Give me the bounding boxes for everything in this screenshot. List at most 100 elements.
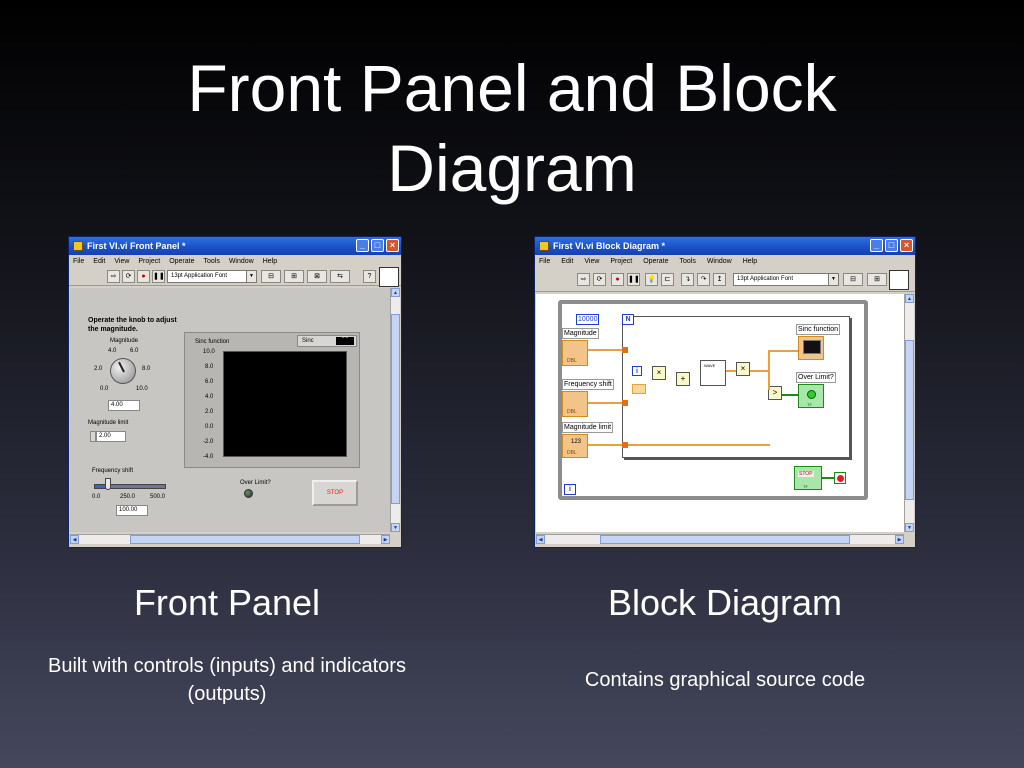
hscroll-thumb[interactable] (600, 535, 850, 544)
menu-edit[interactable]: Edit (561, 258, 574, 265)
scroll-thumb[interactable] (905, 340, 914, 500)
magnitude-value[interactable]: 4.00 (108, 400, 140, 411)
abort-icon[interactable]: ● (137, 270, 150, 283)
multiply-node[interactable]: × (652, 366, 666, 380)
step-over-icon[interactable]: ↷ (697, 273, 710, 286)
frequency-slider-thumb[interactable] (105, 478, 112, 490)
scroll-down-icon[interactable]: ▼ (391, 523, 400, 532)
scroll-right-icon[interactable]: ▶ (381, 535, 390, 544)
graph-plot-area[interactable] (223, 351, 347, 457)
pause-icon[interactable]: ❚❚ (152, 270, 165, 283)
menu-project[interactable]: Project (610, 258, 633, 265)
block-diagram-hscroll[interactable]: ◀ ▶ (536, 534, 904, 544)
menu-tools[interactable]: Tools (679, 258, 696, 265)
menu-edit[interactable]: Edit (93, 258, 106, 265)
menu-window[interactable]: Window (706, 258, 732, 265)
for-loop[interactable] (622, 316, 850, 458)
close-button[interactable]: × (386, 239, 399, 252)
run-arrow-icon[interactable]: ⇨ (107, 270, 120, 283)
multiply-node-2[interactable]: × (736, 362, 750, 376)
add-node[interactable]: + (676, 372, 690, 386)
minimize-button[interactable]: _ (870, 239, 883, 252)
frequency-shift-value[interactable]: 100.00 (116, 505, 148, 516)
front-panel-canvas[interactable]: Operate the knob to adjust the magnitude… (70, 288, 390, 532)
highlight-execution-icon[interactable]: 💡 (645, 273, 658, 286)
resize-objects-icon[interactable]: ⊠ (307, 270, 327, 283)
scroll-right-icon[interactable]: ▶ (895, 535, 904, 544)
hscroll-thumb[interactable] (130, 535, 360, 544)
menu-operate[interactable]: Operate (169, 258, 195, 265)
plot-legend[interactable]: Sinc ⌒ (297, 335, 357, 347)
menu-window[interactable]: Window (228, 258, 254, 265)
scroll-thumb[interactable] (391, 314, 400, 504)
magnitude-terminal[interactable]: DBL (562, 340, 588, 366)
magnitude-limit-terminal[interactable]: 123 DBL (562, 434, 588, 458)
scroll-left-icon[interactable]: ◀ (70, 535, 79, 544)
align-objects-icon[interactable]: ⊟ (843, 273, 863, 286)
menu-tools[interactable]: Tools (203, 258, 220, 265)
dropdown-arrow-icon: ▼ (246, 271, 256, 282)
block-diagram-vscroll[interactable]: ▲ ▼ (904, 294, 914, 532)
menu-view[interactable]: View (114, 258, 130, 265)
font-selector[interactable]: 13pt Application Font ▼ (733, 273, 839, 286)
frequency-slider-track[interactable] (94, 484, 166, 489)
loop-count-terminal[interactable]: N (622, 314, 634, 325)
abort-icon[interactable]: ● (611, 273, 624, 286)
step-into-icon[interactable]: ↴ (681, 273, 694, 286)
magnitude-knob[interactable] (110, 358, 136, 384)
distribute-objects-icon[interactable]: ⊞ (867, 273, 887, 286)
scroll-down-icon[interactable]: ▼ (905, 523, 914, 532)
menu-view[interactable]: View (584, 258, 600, 265)
run-arrow-icon[interactable]: ⇨ (577, 273, 590, 286)
align-objects-icon[interactable]: ⊟ (261, 270, 281, 283)
loop-condition-icon[interactable] (834, 472, 846, 484)
retain-wire-values-icon[interactable]: ⊏ (661, 273, 674, 286)
front-panel-titlebar[interactable]: First VI.vi Front Panel * _ □ × (69, 237, 401, 255)
sinc-graph[interactable]: Sinc function Sinc ⌒ 10.0 8.0 6.0 4.0 2.… (184, 332, 360, 468)
frequency-shift-terminal[interactable]: DBL (562, 391, 588, 417)
increment-stepper[interactable] (90, 431, 96, 442)
step-out-icon[interactable]: ↥ (713, 273, 726, 286)
block-diagram-window[interactable]: First VI.vi Block Diagram * _ □ × File E… (534, 236, 916, 548)
maximize-button[interactable]: □ (885, 239, 898, 252)
loop-count-constant[interactable]: 10000 (576, 314, 600, 325)
run-continuous-icon[interactable]: ⟳ (593, 273, 606, 286)
menu-operate[interactable]: Operate (643, 258, 669, 265)
front-panel-window[interactable]: First VI.vi Front Panel * _ □ × File Edi… (68, 236, 402, 548)
run-continuous-icon[interactable]: ⟳ (122, 270, 135, 283)
context-help-icon[interactable]: ? (363, 270, 376, 283)
reorder-icon[interactable]: ⇆ (330, 270, 350, 283)
block-diagram-titlebar[interactable]: First VI.vi Block Diagram * _ □ × (535, 237, 915, 255)
font-selector[interactable]: 13pt Application Font ▼ (167, 270, 257, 283)
sinc-function-terminal[interactable] (798, 336, 824, 360)
magnitude-limit-value[interactable]: 2.00 (96, 431, 126, 442)
numeric-constant[interactable] (632, 384, 646, 394)
menu-file[interactable]: File (539, 258, 551, 265)
menu-project[interactable]: Project (138, 258, 161, 265)
block-diagram-canvas[interactable]: 10000 N Magnitude DBL Frequency shift DB… (536, 294, 904, 532)
stop-button[interactable]: STOP (312, 480, 358, 506)
wire (782, 394, 798, 396)
distribute-objects-icon[interactable]: ⊞ (284, 270, 304, 283)
close-button[interactable]: × (900, 239, 913, 252)
vi-icon[interactable] (379, 267, 399, 287)
wave-vi[interactable]: WAVE (700, 360, 726, 386)
greater-than-node[interactable]: > (768, 386, 782, 400)
over-limit-terminal[interactable]: TF (798, 384, 824, 408)
frequency-shift-label: Frequency shift (562, 379, 614, 390)
minimize-button[interactable]: _ (356, 239, 369, 252)
while-loop[interactable] (558, 300, 868, 500)
front-panel-hscroll[interactable]: ◀ ▶ (70, 534, 390, 544)
menu-help[interactable]: Help (742, 258, 758, 265)
scroll-left-icon[interactable]: ◀ (536, 535, 545, 544)
y-tick-neg4: -4.0 (203, 454, 214, 460)
pause-icon[interactable]: ❚❚ (627, 273, 640, 286)
scroll-up-icon[interactable]: ▲ (391, 288, 400, 297)
stop-terminal[interactable]: STOP TF (794, 466, 822, 490)
maximize-button[interactable]: □ (371, 239, 384, 252)
menu-help[interactable]: Help (262, 258, 278, 265)
scroll-up-icon[interactable]: ▲ (905, 294, 914, 303)
vi-icon[interactable] (889, 270, 909, 290)
menu-file[interactable]: File (73, 258, 85, 265)
front-panel-vscroll[interactable]: ▲ ▼ (390, 288, 400, 532)
